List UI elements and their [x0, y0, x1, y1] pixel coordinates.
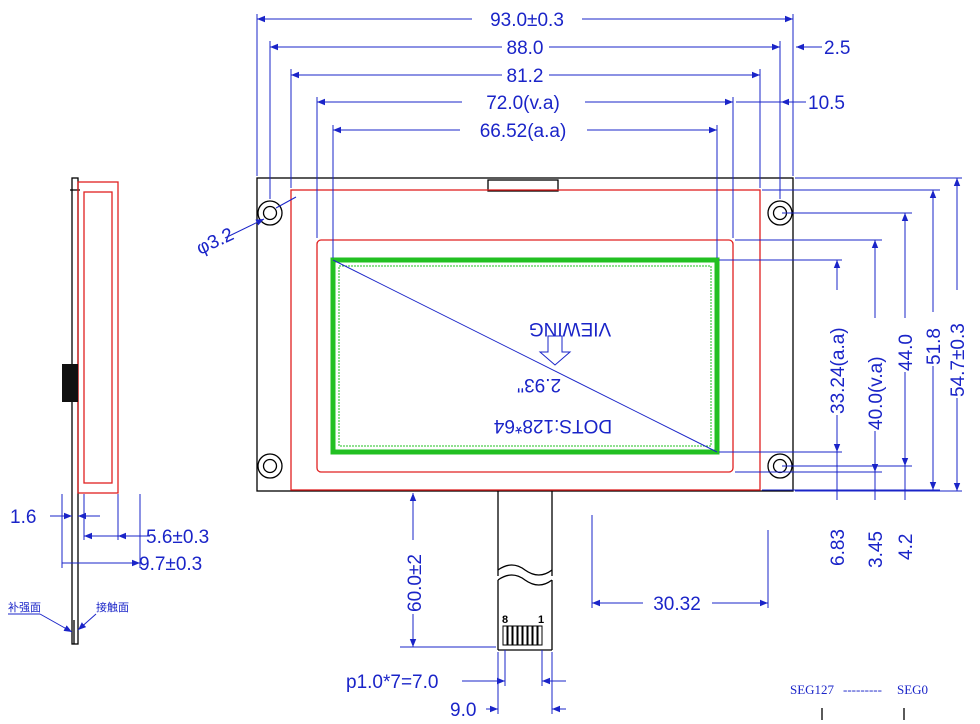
- seg-dashes: ---------: [843, 682, 882, 697]
- fpc-pins: [502, 625, 543, 646]
- dim-overall-height: 54.7±0.3: [948, 323, 969, 397]
- side-view: 1.6 5.6±0.3 9.7±0.3 补强面 接触面: [8, 177, 209, 645]
- dim-fpc-pitch: p1.0*7=7.0: [346, 672, 438, 693]
- dim-total-thickness: 9.7±0.3: [139, 554, 202, 575]
- right-dimensions: 33.24(a.a) 40.0(v.a) 44.0 51.8 54.7±0.3 …: [828, 178, 969, 568]
- top-tab: [487, 179, 559, 192]
- dim-viewing-width: 72.0(v.a): [486, 93, 560, 114]
- pcb-outline: [256, 177, 794, 492]
- dim-active-height: 33.24(a.a): [828, 327, 849, 414]
- front-view: VIEWING 2.93'' DOTS:128*64 93.0±0.3 88: [193, 10, 969, 568]
- diagonal-line: [332, 259, 718, 453]
- viewing-area-outline: [316, 239, 734, 473]
- dim-bezel-width: 81.2: [507, 66, 544, 87]
- label-contact-side: 接触面: [96, 600, 129, 614]
- dim-hole-diameter: φ3.2: [193, 224, 237, 259]
- seg-left: SEG127: [790, 682, 835, 697]
- dim-edge-offset: 2.5: [824, 38, 850, 59]
- dim-aa-bottom-offset: 6.83: [828, 529, 849, 566]
- viewing-text: VIEWING: [529, 318, 611, 339]
- dim-fpc-width: 9.0: [450, 700, 476, 721]
- dim-hole-pitch-v: 44.0: [896, 334, 917, 371]
- dim-va-bottom-offset: 3.45: [866, 531, 887, 568]
- dim-fpc-offset: 30.32: [653, 594, 701, 615]
- segment-note: SEG127 --------- SEG0: [790, 682, 928, 720]
- display-text: VIEWING 2.93'' DOTS:128*64: [493, 318, 612, 436]
- dim-fpc-length: 60.0±2: [405, 554, 426, 612]
- fpc-dimensions: 60.0±2 30.32 p1.0*7=7.0 9.0: [346, 493, 769, 721]
- dim-overall-width: 93.0±0.3: [490, 10, 564, 31]
- top-dimensions: 93.0±0.3 88.0 2.5 81.2 72.0(v.a) 10.5 66…: [257, 10, 850, 142]
- dim-module-thickness: 5.6±0.3: [146, 527, 209, 548]
- label-stiffener-side: 补强面: [8, 601, 41, 614]
- bezel-outline: [290, 189, 761, 491]
- viewing-arrow-icon: [538, 335, 572, 366]
- fpc-cable: 8 1: [497, 491, 553, 651]
- pin-last-label: 1: [538, 614, 544, 626]
- dim-hole-pitch: 88.0: [507, 38, 544, 59]
- dim-active-width: 66.52(a.a): [480, 121, 567, 142]
- pin-first-label: 8: [502, 614, 508, 626]
- dots-text: DOTS:128*64: [493, 415, 612, 436]
- seg-right: SEG0: [897, 682, 928, 697]
- dim-glass: 1.6: [10, 507, 36, 528]
- dim-bezel-height: 51.8: [924, 328, 945, 365]
- dim-viewing-height: 40.0(v.a): [866, 356, 887, 430]
- size-text: 2.93'': [517, 374, 561, 395]
- active-area: [330, 257, 720, 455]
- dim-va-offset: 10.5: [808, 93, 845, 114]
- dim-hole-bottom-offset: 4.2: [896, 534, 917, 560]
